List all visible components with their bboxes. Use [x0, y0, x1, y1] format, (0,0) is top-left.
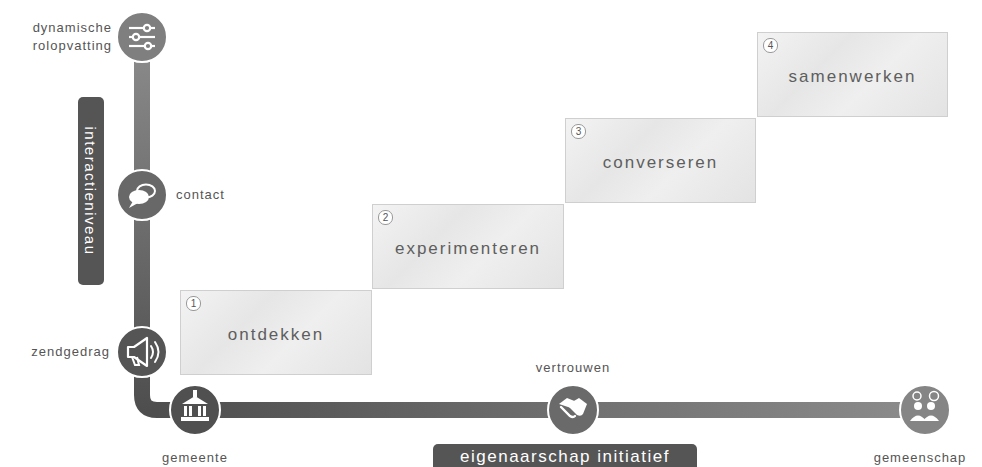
step-box: 3 converseren: [565, 118, 756, 203]
axis-title-band: eigenaarschap initiatief: [433, 444, 697, 467]
step-number: 3: [571, 124, 586, 139]
step-label: ontdekken: [228, 325, 324, 345]
sliders-icon: [117, 12, 167, 62]
step-box: 4 samenwerken: [757, 32, 948, 117]
axis-title: interactieniveau: [83, 126, 98, 255]
megaphone-icon: [117, 327, 167, 377]
step-label: experimenteren: [395, 239, 541, 259]
town-hall-icon: [170, 385, 220, 435]
community-icon: [900, 385, 950, 435]
step-label: converseren: [603, 153, 719, 173]
step-number: 1: [186, 296, 201, 311]
horizontal-axis: [156, 402, 925, 418]
speech-icon: [117, 170, 167, 220]
axis-point-label: zendgedrag: [0, 343, 110, 361]
handshake-icon: [548, 385, 598, 435]
step-box: 2experimenteren: [372, 204, 564, 289]
step-number: 2: [378, 210, 393, 225]
step-box: 1 ontdekken: [180, 290, 372, 375]
step-label: samenwerken: [789, 67, 917, 87]
axis-point-label: gemeenschap: [860, 449, 980, 467]
axis-point-label: dynamische rolopvatting: [8, 19, 112, 55]
step-number: 4: [763, 38, 778, 53]
axis-point-label: contact: [176, 186, 296, 204]
axis-title: eigenaarschap initiatief: [460, 448, 670, 467]
axis-point-label: vertrouwen: [503, 359, 643, 377]
axis-title-band: interactieniveau: [78, 97, 104, 285]
axis-point-label: gemeente: [135, 449, 255, 467]
